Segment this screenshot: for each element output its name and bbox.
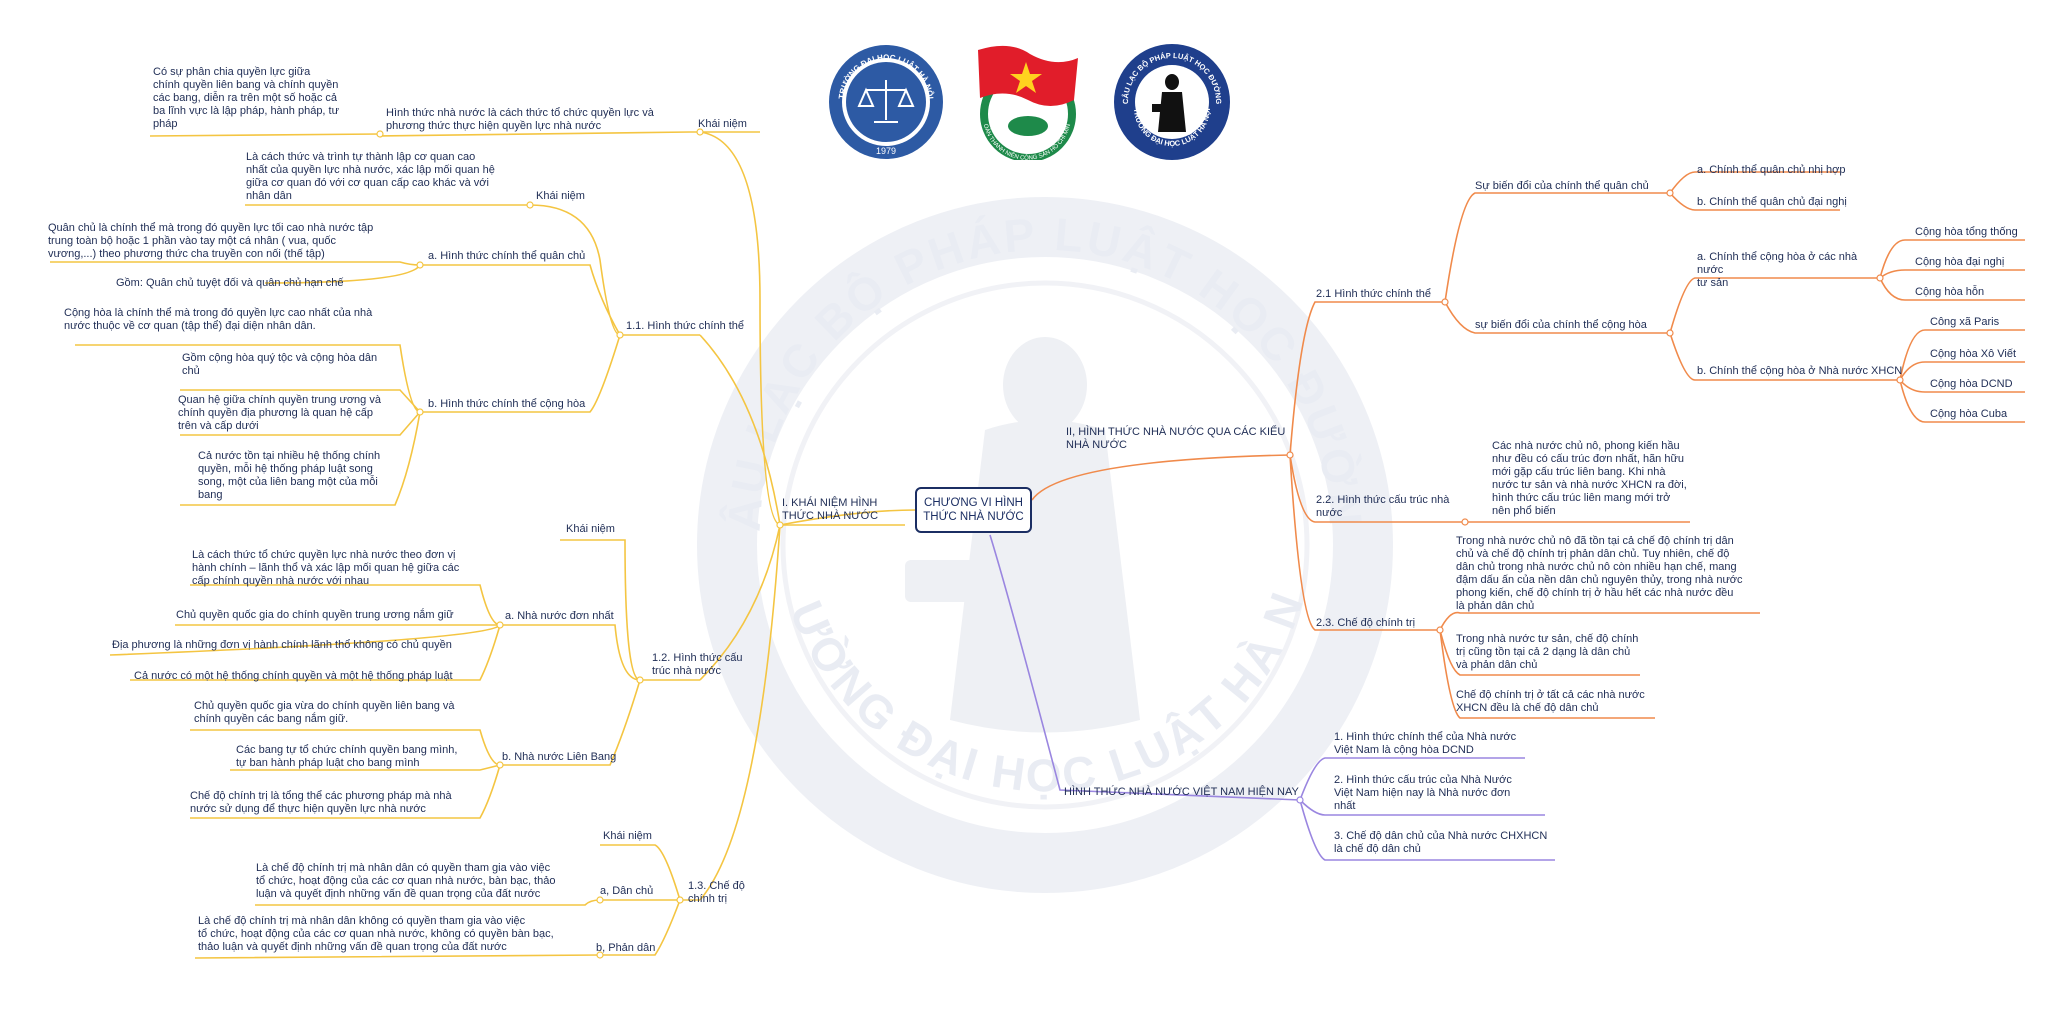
s13-khai-niem[interactable]: Khái niệm <box>603 830 652 842</box>
s3-item-3: 3. Chế độ dân chủ của Nhà nước CHXHCN là… <box>1334 830 1548 855</box>
s23-item-2: Trong nhà nước tư sản, chế độ chính trị … <box>1456 633 1639 671</box>
s21-monarchy-b[interactable]: b. Chính thể quân chủ đại nghị <box>1697 196 1847 208</box>
s23-title[interactable]: 2.3. Chế độ chính trị <box>1316 617 1416 629</box>
s12-b-item-2: Các bang tự tổ chức chính quyền bang mìn… <box>236 744 458 769</box>
hlu-year: 1979 <box>876 146 896 156</box>
s11-title[interactable]: 1.1. Hình thức chính thể <box>626 320 745 332</box>
s22-title[interactable]: 2.2. Hình thức cấu trúc nhà nước <box>1316 494 1450 519</box>
s12-title[interactable]: 1.2. Hình thức cấu trúc nhà nước <box>652 652 743 677</box>
s11-b-title[interactable]: b. Hình thức chính thể cộng hòa <box>428 398 586 410</box>
s21-republic-b-item-3[interactable]: Cộng hòa DCND <box>1930 378 2013 390</box>
s11-b-relation: Quan hệ giữa chính quyền trung ương và c… <box>178 394 381 432</box>
s13-a-title[interactable]: a, Dân chủ <box>600 885 654 897</box>
s12-a-item-1: Chủ quyền quốc gia do chính quyền trung … <box>176 609 454 621</box>
s3-item-2: 2. Hình thức cấu trúc của Nhà Nước Việt … <box>1334 774 1512 812</box>
s12-khai-niem[interactable]: Khái niệm <box>566 523 615 535</box>
youth-union-logo: ĐOÀN THANH NIÊN CỘNG SẢN HỒ CHÍ MINH <box>970 40 1078 160</box>
khai-niem-top[interactable]: Khái niệm <box>698 118 747 130</box>
s11-b-kinds: Gồm cộng hòa quý tộc và cộng hòa dân chủ <box>182 352 378 377</box>
s12-b-item-3: Chế độ chính trị là tổng thể các phương … <box>190 790 452 815</box>
s23-item-3: Chế độ chính trị ở tất cả các nhà nước X… <box>1456 689 1645 714</box>
s21-republic-b-item-1[interactable]: Công xã Paris <box>1930 316 2000 328</box>
star-icon <box>1010 62 1042 93</box>
root-node[interactable]: CHƯƠNG VI HÌNH THỨC NHÀ NƯỚC <box>915 487 1032 533</box>
section-3-title[interactable]: HÌNH THỨC NHÀ NƯỚC VIỆT NAM HIỆN NAY <box>1064 786 1299 798</box>
s21-monarchy-a[interactable]: a. Chính thể quân chủ nhị hợp <box>1697 164 1846 176</box>
purple-branch-lines <box>989 534 1555 861</box>
s13-a-def: Là chế độ chính trị mà nhân dân có quyền… <box>256 862 556 900</box>
s3-item-1: 1. Hình thức chính thể của Nhà nước Việt… <box>1334 731 1517 756</box>
s21-monarchy[interactable]: Sự biến đổi của chính thể quân chủ <box>1475 180 1649 192</box>
khai-niem-top-definition: Hình thức nhà nước là cách thức tổ chức … <box>386 107 654 132</box>
s21-republic-a-item-3[interactable]: Cộng hòa hỗn <box>1915 286 1985 298</box>
orange-branch-lines <box>1031 171 2025 719</box>
s11-a-title[interactable]: a. Hình thức chính thể quân chủ <box>428 250 586 262</box>
s11-khai-niem-def: Là cách thức và trình tự thành lập cơ qu… <box>246 151 495 202</box>
branch-knots <box>376 128 1904 959</box>
s12-a-item-2: Địa phương là những đơn vị hành chính lã… <box>112 639 452 651</box>
root-title-line2: THỨC NHÀ NƯỚC <box>923 511 1024 523</box>
s12-a-def: Là cách thức tổ chức quyền lực nhà nước … <box>192 549 460 587</box>
lawyer-figure-icon <box>1152 74 1186 132</box>
s11-b-systems: Cả nước tồn tại nhiều hệ thống chính quy… <box>198 450 381 501</box>
s12-b-title[interactable]: b. Nhà nước Liên Bang <box>502 751 617 763</box>
root-title-line1: CHƯƠNG VI HÌNH <box>924 497 1023 509</box>
s21-republic[interactable]: sự biến đổi của chính thể cộng hòa <box>1475 319 1647 331</box>
s21-title[interactable]: 2.1 Hình thức chính thể <box>1316 288 1431 300</box>
s21-republic-a-item-1[interactable]: Cộng hòa tổng thống <box>1915 226 2018 238</box>
s13-b-def: Là chế độ chính trị mà nhân dân không có… <box>198 915 554 953</box>
s11-a-kinds: Gồm: Quân chủ tuyệt đối và quân chủ hạn … <box>116 277 344 289</box>
s12-b-item-1: Chủ quyền quốc gia vừa do chính quyền li… <box>194 700 455 725</box>
s13-title[interactable]: 1.3. Chế độ chính trị <box>688 880 745 905</box>
s11-khai-niem[interactable]: Khái niệm <box>536 190 585 202</box>
s21-republic-a-item-2[interactable]: Cộng hòa đại nghị <box>1915 256 2005 268</box>
s12-a-item-3: Cả nước có một hệ thống chính quyền và m… <box>134 670 453 682</box>
s23-item-1: Trong nhà nước chủ nô đã tồn tại cả chế … <box>1456 535 1743 612</box>
s22-definition: Các nhà nước chủ nô, phong kiến hầu như … <box>1492 440 1687 517</box>
hlu-logo: TRƯỜNG ĐẠI HỌC LUẬT HÀ NỘI 1979 <box>829 45 943 159</box>
s21-republic-b-item-4[interactable]: Cộng hòa Cuba <box>1930 408 2008 420</box>
section-2-title[interactable]: II, HÌNH THỨC NHÀ NƯỚC QUA CÁC KIỂU NHÀ … <box>1066 426 1286 451</box>
s21-republic-b-item-2[interactable]: Cộng hòa Xô Viết <box>1930 348 2017 360</box>
s21-republic-a[interactable]: a. Chính thể cộng hòa ở các nhà nước tư … <box>1697 251 1858 289</box>
khai-niem-top-note: Có sự phân chia quyền lực giữa chính quy… <box>153 66 339 130</box>
s21-republic-b[interactable]: b. Chính thể cộng hòa ở Nhà nước XHCN <box>1697 365 1903 377</box>
s13-b-title[interactable]: b, Phản dân <box>596 942 656 954</box>
club-logo: CÂU LẠC BỘ PHÁP LUẬT HỌC ĐƯỜNG TRƯỜNG ĐẠ… <box>1114 44 1230 160</box>
section-1-title[interactable]: I. KHÁI NIỆM HÌNH THỨC NHÀ NƯỚC <box>782 497 879 522</box>
s12-a-title[interactable]: a. Nhà nước đơn nhất <box>505 610 614 622</box>
scales-icon <box>857 80 915 123</box>
s11-a-def: Quân chủ là chính thể mà trong đó quyền … <box>48 222 374 260</box>
s11-b-def: Cộng hòa là chính thể mà trong đó quyền … <box>64 307 373 332</box>
